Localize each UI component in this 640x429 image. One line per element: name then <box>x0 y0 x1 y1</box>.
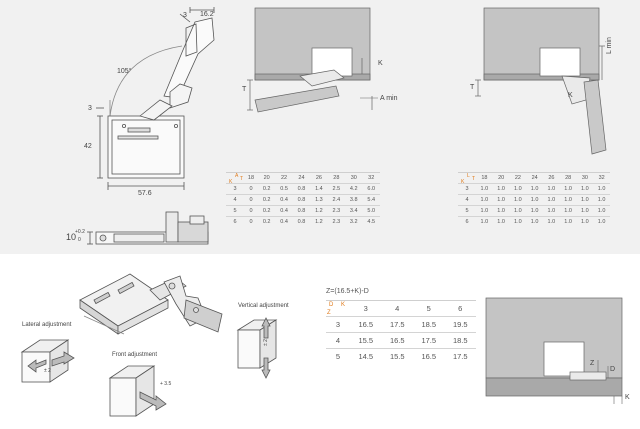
table-l-header: 20 <box>492 172 510 184</box>
table-a-header: 20 <box>257 172 276 184</box>
table-l-header: 26 <box>543 172 560 184</box>
table-z-header: 6 <box>444 300 476 317</box>
table-a-header: 26 <box>310 172 328 184</box>
dim-3-top-label: 3 <box>183 12 187 19</box>
table-a-header: 18 <box>244 172 258 184</box>
tolerance-zero-label: 0 <box>78 237 81 243</box>
table-l-header: 32 <box>593 172 610 184</box>
table-l-corner: L T K <box>458 172 476 185</box>
cabinet-amin-t-label: T <box>242 86 247 93</box>
table-l-header: 18 <box>476 172 493 184</box>
table-l-header: 24 <box>526 172 543 184</box>
cabinet-k-label: K <box>625 394 630 401</box>
front-value-label: + 3.5 <box>160 381 172 387</box>
table-l-header: 28 <box>559 172 577 184</box>
table-z-header: 4 <box>381 300 413 317</box>
table-a-header: 28 <box>327 172 346 184</box>
table-a-header: 30 <box>345 172 363 184</box>
lateral-adjustment-label: Lateral adjustment <box>22 322 72 328</box>
cabinet-amin-k-label: K <box>378 60 383 67</box>
angle-label: 105° <box>117 68 132 75</box>
cabinet-d-label: D <box>610 366 616 373</box>
cabinet-lmin-t-label: T <box>470 84 475 91</box>
table-z-corner: D K Z <box>326 300 350 317</box>
dim-42-label: 42 <box>84 143 92 150</box>
table-l-header-row: L T K 18 20 22 24 26 28 30 32 <box>458 172 610 185</box>
dim-57-6-label: 57.6 <box>138 190 152 197</box>
table-z-header-row: D K Z 3 4 5 6 <box>326 300 476 317</box>
table-a-header-row: A T K 18 20 22 24 26 28 30 32 <box>226 172 380 185</box>
formula-label: Z=(16.5+K)-D <box>326 288 369 295</box>
tolerance-plus-label: +0.2 <box>75 229 85 235</box>
dim-3-mid-label: 3 <box>88 105 92 112</box>
table-z-header: 3 <box>350 300 382 317</box>
table-l-header: 30 <box>576 172 594 184</box>
table-a-corner: A T K <box>226 172 244 185</box>
cabinet-z-label: Z <box>590 360 595 367</box>
table-l-header: 22 <box>509 172 527 184</box>
lateral-value-label: ± 2 <box>44 368 51 374</box>
dim-16-2-label: 16.2 <box>200 11 214 18</box>
table-z-header: 5 <box>413 300 445 317</box>
table-a-header: 24 <box>292 172 311 184</box>
cabinet-amin-a-min-label: A min <box>380 95 398 102</box>
table-a-header: 22 <box>275 172 293 184</box>
cabinet-lmin-k-label: K <box>568 92 573 99</box>
table-a-header: 32 <box>362 172 380 184</box>
vertical-adjustment-label: Vertical adjustment <box>238 303 289 309</box>
dim-10-label: 10 <box>66 232 77 242</box>
front-adjustment-label: Front adjustment <box>112 352 158 358</box>
